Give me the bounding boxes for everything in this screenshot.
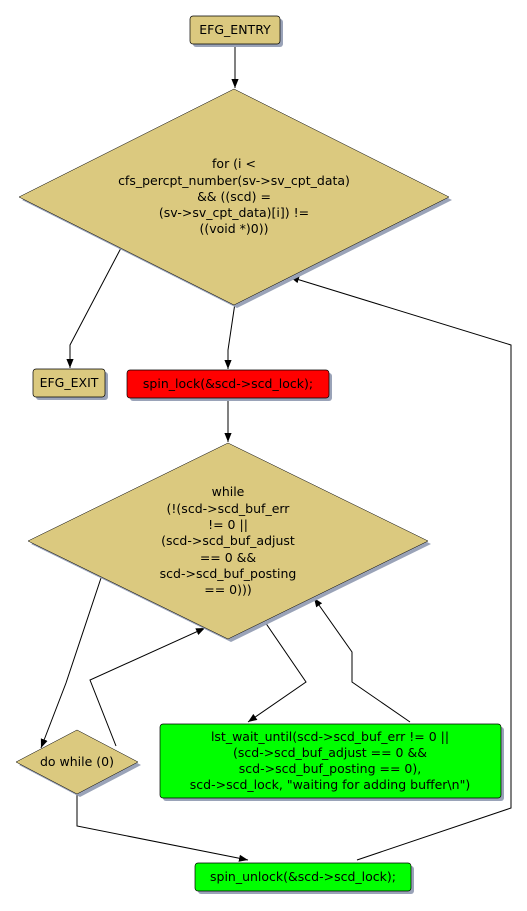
for-loop-line-4: (sv->sv_cpt_data)[i]) != <box>159 205 309 220</box>
for-loop-line-1: for (i < <box>212 156 256 171</box>
spin-unlock-node-label: spin_unlock(&scd->scd_lock); <box>210 869 396 884</box>
entry-node-box <box>189 15 281 45</box>
edge-while-to-lst-wait <box>247 621 307 723</box>
edge-spin-unlock-to-for <box>289 276 512 861</box>
while-loop-line-1: while <box>212 484 245 499</box>
for-loop-line-5: ((void *)0)) <box>199 221 268 236</box>
exit-node-label: EFG_EXIT <box>40 375 99 390</box>
while-loop-line-7: == 0))) <box>204 582 252 597</box>
while-loop-line-2: (!(scd->scd_buf_err <box>167 501 291 516</box>
entry-node-label: EFG_ENTRY <box>199 22 271 37</box>
while-loop-line-5: == 0 && <box>200 550 257 565</box>
exit-node-box <box>32 368 106 398</box>
lst-wait-line-3: scd->scd_buf_posting == 0), <box>239 761 421 776</box>
do-while-diamond <box>15 729 139 795</box>
edge-do-while-to-while <box>89 627 206 747</box>
exit-node: EFG_EXIT <box>32 368 108 400</box>
while-loop-diamond <box>27 442 429 640</box>
spin-lock-node-box <box>126 369 330 399</box>
while-loop-line-4: (scd->scd_buf_adjust <box>161 533 295 548</box>
edge-while-to-do-while <box>40 577 102 749</box>
for-loop-node: for (i < cfs_percpt_number(sv->sv_cpt_da… <box>18 88 452 308</box>
while-loop-node: while (!(scd->scd_buf_err != 0 || (scd->… <box>27 442 431 642</box>
lst-wait-line-1: lst_wait_until(scd->scd_buf_err != 0 || <box>211 729 449 744</box>
edge-do-while-to-spin-unlock <box>76 792 249 862</box>
entry-node: EFG_ENTRY <box>189 15 283 47</box>
for-loop-line-3: && ((scd) = <box>197 189 271 204</box>
lst-wait-node: lst_wait_until(scd->scd_buf_err != 0 || … <box>159 723 504 801</box>
while-loop-line-6: scd->scd_buf_posting <box>160 566 297 581</box>
do-while-node: do while (0) <box>15 729 141 797</box>
spin-lock-node-label: spin_lock(&scd->scd_lock); <box>143 376 313 391</box>
lst-wait-line-4: scd->scd_lock, "waiting for adding buffe… <box>190 777 470 792</box>
for-loop-diamond <box>18 88 450 306</box>
for-loop-line-2: cfs_percpt_number(sv->sv_cpt_data) <box>118 173 350 188</box>
spin-unlock-node: spin_unlock(&scd->scd_lock); <box>194 862 414 894</box>
edge-lst-wait-to-while <box>313 597 411 723</box>
edge-for-to-exit <box>66 247 122 368</box>
lst-wait-line-2: (scd->scd_buf_adjust == 0 && <box>233 745 427 760</box>
spin-lock-node: spin_lock(&scd->scd_lock); <box>126 369 332 401</box>
lst-wait-node-box <box>159 723 502 799</box>
do-while-label: do while (0) <box>40 754 114 769</box>
spin-unlock-node-box <box>194 862 412 892</box>
edge-for-to-spin-lock <box>224 302 236 369</box>
edges <box>40 45 512 862</box>
while-loop-line-3: != 0 || <box>208 517 248 532</box>
